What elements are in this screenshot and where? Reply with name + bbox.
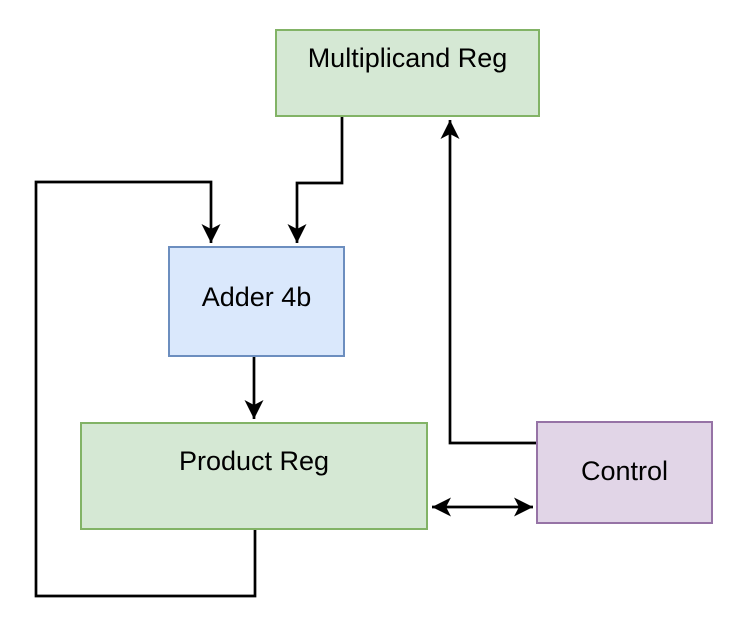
edge-product-loop-to-adder (34, 180, 257, 598)
node-product-reg-label: Product Reg (178, 446, 330, 476)
node-control-label: Control (580, 456, 669, 486)
edge-control-to-multiplicand (440, 120, 536, 445)
node-adder-4b-label: Adder 4b (201, 282, 312, 312)
node-adder-4b: Adder 4b (168, 246, 345, 357)
node-product-reg: Product Reg (80, 422, 428, 530)
node-multiplicand-reg-label: Multiplicand Reg (307, 43, 508, 73)
node-multiplicand-reg: Multiplicand Reg (275, 29, 540, 117)
edge-multiplicand-to-adder (287, 117, 344, 243)
node-control: Control (536, 421, 713, 524)
